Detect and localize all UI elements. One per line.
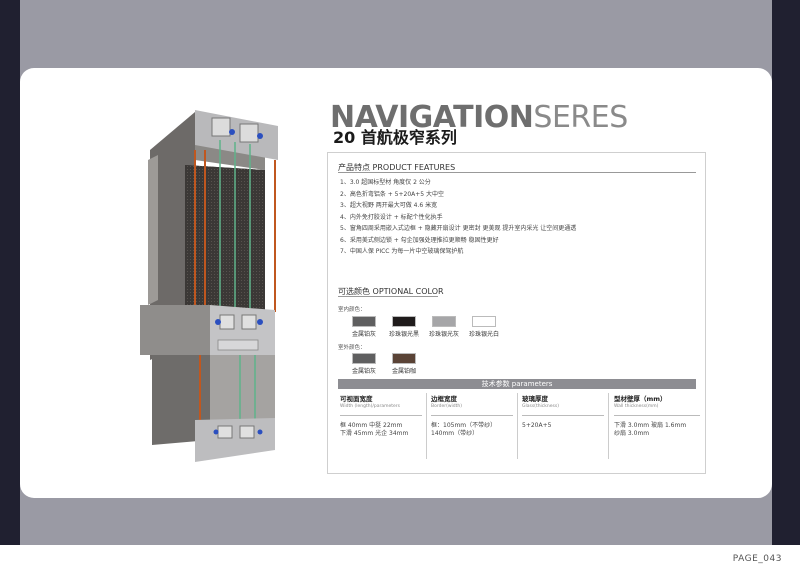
swatch-label: 珍珠银光白: [468, 331, 499, 338]
background-left-strip: [0, 0, 20, 545]
background-right-strip: [772, 0, 800, 545]
swatch-chip: [352, 316, 376, 327]
series-title-light: SERES: [533, 100, 628, 135]
indoor-color-label: 室内颜色：: [338, 307, 366, 313]
tech-column: 玻璃厚度 Glass(thickness) 5+20A+5: [522, 393, 604, 463]
tech-column-subtitle: Glass(thickness): [522, 404, 559, 409]
feature-item: 6、采用美式侧边锁 + 勾企加强处理推拉更顺畅 稳固性更好: [340, 236, 499, 244]
tech-column-subtitle: Width (length)/parameters: [340, 404, 400, 409]
colors-divider: [338, 296, 438, 297]
tech-column-divider: [614, 415, 700, 416]
color-swatch: 珍珠银光白: [464, 316, 504, 338]
color-swatch: 珍珠银光黑: [384, 316, 424, 338]
tech-column: 边框宽度 Border(width) 框：105mm（不带纱） 140mm（带纱…: [431, 393, 513, 463]
feature-item: 1、3.0 超国标型材 角度仅 2 公分: [340, 179, 431, 186]
tech-column-subtitle: Wall thickness(mm): [614, 404, 659, 409]
tech-separator: [517, 393, 518, 459]
swatch-chip: [392, 316, 416, 327]
swatch-chip: [392, 353, 416, 364]
tech-separator: [426, 393, 427, 459]
tech-column-title: 玻璃厚度: [522, 395, 548, 403]
tech-separator: [608, 393, 609, 459]
color-swatch: 珍珠银光灰: [424, 316, 464, 338]
features-heading: 产品特点 PRODUCT FEATURES: [338, 163, 456, 172]
tech-column-title: 边框宽度: [431, 395, 457, 403]
tech-column-divider: [340, 415, 422, 416]
series-title-bold: NAVIGATION: [330, 100, 534, 135]
feature-item: 7、中国人保 PICC 为每一片中空玻璃保驾护航: [340, 248, 464, 255]
color-swatch: 金属铂灰: [344, 316, 384, 338]
features-divider: [338, 172, 696, 173]
color-swatch: 金属铂灰: [344, 353, 384, 375]
indoor-swatches: 金属铂灰 珍珠银光黑 珍珠银光灰 珍珠银光白: [344, 316, 504, 338]
tech-column-title: 型材壁厚（mm）: [614, 395, 667, 403]
tech-column-title: 可视面宽度: [340, 395, 373, 403]
tech-column-value: 5+20A+5: [522, 422, 552, 429]
outdoor-swatches: 金属铂灰 金属铂咖: [344, 353, 424, 375]
spec-panel: 产品特点 PRODUCT FEATURES 1、3.0 超国标型材 角度仅 2 …: [327, 152, 706, 474]
swatch-chip: [472, 316, 496, 327]
tech-column-divider: [522, 415, 604, 416]
outdoor-color-label: 室外颜色：: [338, 345, 366, 351]
swatch-chip: [352, 353, 376, 364]
series-title: NAVIGATIONSERES: [330, 100, 628, 135]
swatch-label: 金属铂灰: [351, 331, 376, 338]
swatch-label: 金属铂灰: [351, 368, 376, 375]
tech-column-value: 框：105mm（不带纱）: [431, 422, 497, 429]
tech-column-value: 纱扇 3.0mm: [614, 430, 650, 437]
tech-column-value: 下滑 45mm 光企 34mm: [340, 430, 409, 437]
feature-item: 2、高色折弯铝条 + 5+20A+5 大中空: [340, 190, 444, 198]
tech-column: 型材壁厚（mm） Wall thickness(mm) 下滑 3.0mm 玻扇 …: [614, 393, 700, 463]
series-subtitle: 20 首航极窄系列: [333, 128, 457, 147]
swatch-label: 金属铂咖: [391, 368, 416, 375]
tech-column-divider: [431, 415, 513, 416]
feature-item: 5、窗角四周采用嵌入式边框 + 隐藏开扇设计 更密封 更美观 提升室内采光 让空…: [340, 225, 577, 232]
color-swatch: 金属铂咖: [384, 353, 424, 375]
page-number: PAGE_043: [732, 554, 782, 564]
swatch-chip: [432, 316, 456, 327]
tech-column-value: 下滑 3.0mm 玻扇 1.6mm: [614, 422, 687, 429]
feature-item: 3、超大视野 两开最大可做 4.6 米宽: [340, 202, 438, 209]
tech-column: 可视面宽度 Width (length)/parameters 框 40mm 中…: [340, 393, 422, 463]
window-profile-illustration: [140, 110, 278, 462]
swatch-label: 珍珠银光灰: [428, 331, 459, 338]
tech-column-value: 140mm（带纱）: [431, 430, 479, 437]
tech-params-bar: 技术参数 parameters: [338, 379, 696, 389]
colors-heading: 可选颜色 OPTIONAL COLOR: [338, 287, 444, 296]
features-list: 1、3.0 超国标型材 角度仅 2 公分 2、高色折弯铝条 + 5+20A+5 …: [340, 177, 576, 258]
tech-column-subtitle: Border(width): [431, 404, 463, 409]
tech-column-value: 框 40mm 中挺 22mm: [340, 422, 403, 429]
swatch-label: 珍珠银光黑: [388, 331, 419, 338]
feature-item: 4、内外免打胶设计 + 标配个性化执手: [340, 213, 443, 221]
